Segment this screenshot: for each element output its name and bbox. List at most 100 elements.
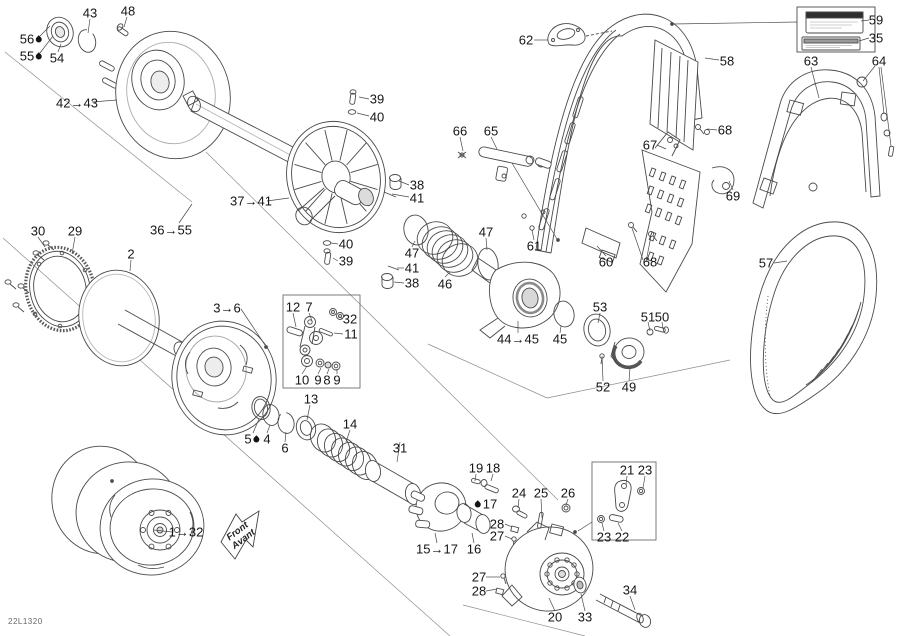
part-label-28a: 28 [489, 516, 505, 532]
part-label-40: 40 [369, 109, 385, 125]
part-number: 17 [482, 496, 498, 512]
hook-69-drawing [711, 166, 735, 195]
part-label-17: 17 [473, 496, 498, 512]
part-label-46: 46 [437, 276, 453, 292]
part-label-9a: 9 [314, 372, 322, 388]
part-label-28b: 28 [471, 583, 487, 599]
part-label-23a: 23 [637, 462, 653, 478]
pulley-half-3-drawing [171, 320, 277, 436]
lubricant-drop-icon [252, 435, 261, 444]
part-label-36-55: 36→55 [150, 222, 192, 238]
lubricant-drop-icon [473, 500, 483, 509]
part-label-11: 11 [344, 326, 358, 342]
part-label-44-45: 44→45 [497, 331, 539, 347]
part-label-59: 59 [868, 12, 884, 28]
part-label-8: 8 [323, 372, 331, 388]
part-label-31: 31 [392, 440, 408, 456]
bracket-62-drawing [547, 23, 613, 47]
part-label-34: 34 [622, 582, 638, 598]
washer-13-drawing [295, 415, 317, 441]
part-label-23b: 23 [596, 529, 612, 545]
part-label-69: 69 [725, 188, 741, 204]
fasteners-18-19-24-25-26-drawing [470, 477, 571, 596]
housing-44-45-drawing [471, 257, 561, 339]
part-label-51: 51 [640, 309, 656, 325]
part-label-3-6: 3→6 [213, 300, 241, 316]
bracket-detail-box-drawing [591, 461, 657, 541]
bearing-54-drawing [46, 16, 74, 48]
part-label-43: 43 [82, 5, 98, 21]
spring-46-drawing [416, 221, 479, 277]
part-label-16: 16 [466, 541, 482, 557]
part-label-60: 60 [598, 254, 614, 270]
bushing-16-drawing [456, 503, 491, 534]
part-label-13: 13 [303, 391, 319, 407]
part-label-14: 14 [342, 416, 358, 432]
part-label-27a: 27 [489, 528, 505, 544]
bracket-21-23-parts-drawing [597, 479, 645, 523]
part-number: 5 [244, 431, 252, 447]
part-label-37-41: 37→41 [230, 193, 272, 209]
lubricant-drop-icon [34, 35, 44, 44]
part-label-32: 32 [342, 311, 358, 327]
part-label-9b: 9 [333, 372, 341, 388]
circlip-43-drawing [77, 29, 97, 53]
part-label-55: 55 [20, 49, 44, 64]
part-label-66: 66 [452, 123, 468, 139]
part-label-38: 38 [409, 177, 425, 193]
part-number: 56 [19, 31, 35, 47]
part-label-53: 53 [592, 299, 608, 315]
part-label-38b: 38 [404, 275, 420, 291]
part-label-18: 18 [485, 460, 501, 476]
part-label-41: 41 [409, 190, 425, 206]
front-direction-arrow [220, 510, 260, 560]
part-label-52: 52 [595, 379, 611, 395]
part-label-47a: 47 [404, 245, 420, 261]
part-label-68: 68 [717, 122, 733, 138]
part-label-39: 39 [369, 91, 385, 107]
lever-parts-drawing [286, 308, 344, 371]
guard-63-drawing [752, 69, 881, 209]
part-label-4: 4 [263, 431, 271, 447]
part-label-7: 7 [305, 299, 313, 315]
label-box-59-35-drawing [796, 6, 876, 53]
part-label-12: 12 [285, 299, 301, 315]
bolt-34-drawing [595, 593, 652, 628]
part-label-35: 35 [868, 30, 884, 46]
drive-belt-57-drawing [750, 221, 878, 415]
roller-31-drawing [364, 460, 422, 505]
part-label-1-32: 1→32 [168, 524, 204, 540]
exploded-axis-lines [2, 51, 731, 636]
part-label-5: 5 [244, 431, 261, 447]
ring-45-drawing [553, 300, 575, 328]
part-label-6: 6 [281, 440, 289, 456]
fixed-sheave-42-drawing [115, 30, 231, 160]
bolt-48-drawing [116, 23, 129, 37]
bearing-49-drawing [610, 337, 645, 370]
ring-53-drawing [583, 313, 611, 347]
bolts-30-drawing [4, 240, 55, 313]
spoked-pulley-37-drawing [286, 120, 386, 234]
part-label-48: 48 [120, 3, 136, 19]
drawing-code: 22L1320 [8, 617, 43, 626]
housing-15-17-drawing [408, 482, 467, 532]
part-label-22: 22 [614, 529, 630, 545]
part-label-57: 57 [758, 255, 774, 271]
part-label-63: 63 [803, 53, 819, 69]
washer-33-drawing [573, 576, 587, 594]
part-label-26: 26 [560, 485, 576, 501]
part-label-33: 33 [577, 609, 593, 625]
panel-67-drawing [639, 131, 701, 293]
part-label-50: 50 [654, 309, 670, 325]
rings-5-4-6-drawing [251, 396, 295, 434]
ring-47a-drawing [403, 214, 429, 246]
frame-58-60-drawing [521, 13, 703, 263]
part-label-27b: 27 [471, 569, 487, 585]
part-label-56: 56 [19, 31, 44, 47]
lubricant-drop-icon [34, 52, 44, 61]
governor-cup-20-drawing [501, 521, 594, 612]
part-label-24: 24 [511, 485, 527, 501]
part-label-58: 58 [719, 53, 735, 69]
